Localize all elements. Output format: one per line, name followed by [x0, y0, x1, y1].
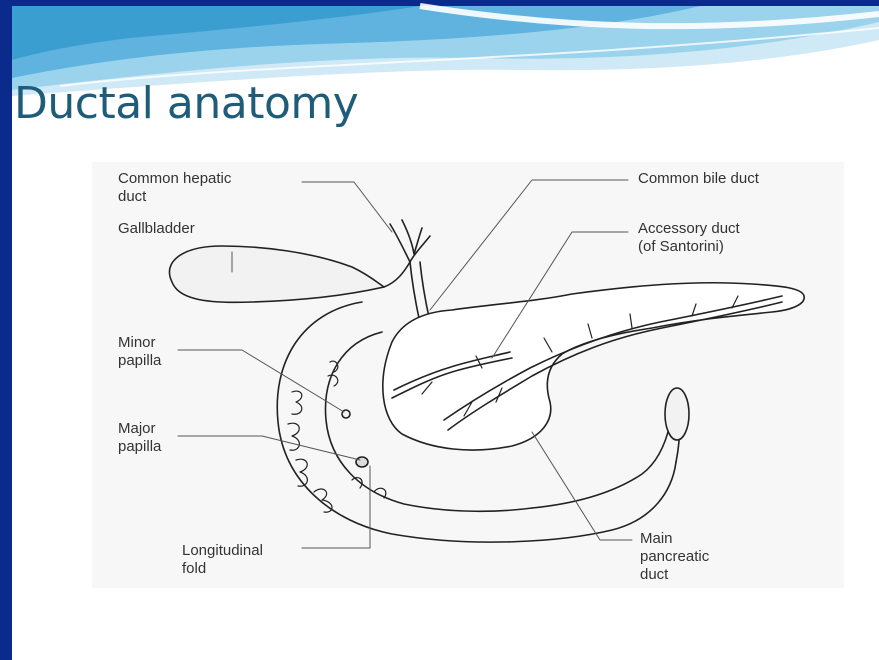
label-gallbladder: Gallbladder [118, 220, 195, 238]
slide-title: Ductal anatomy [14, 78, 358, 129]
cystic-duct [384, 262, 410, 287]
duodenum-distal [532, 424, 670, 508]
label-common-hepatic-duct: Common hepatic duct [118, 170, 231, 206]
gallbladder-shape [169, 246, 384, 302]
label-minor-papilla: Minor papilla [118, 334, 161, 370]
label-common-bile-duct: Common bile duct [638, 170, 759, 188]
label-accessory-duct: Accessory duct (of Santorini) [638, 220, 740, 256]
label-longitudinal-fold: Longitudinal fold [182, 542, 263, 578]
pancreas-outline [383, 283, 804, 450]
major-papilla [356, 457, 368, 467]
duodenum-lumen [665, 388, 689, 440]
label-main-pancreatic-duct: Main pancreatic duct [640, 530, 709, 584]
ductal-anatomy-figure: Common hepatic duct Gallbladder Minor pa… [92, 162, 844, 588]
label-major-papilla: Major papilla [118, 420, 161, 456]
duodenal-folds-2 [328, 361, 386, 498]
